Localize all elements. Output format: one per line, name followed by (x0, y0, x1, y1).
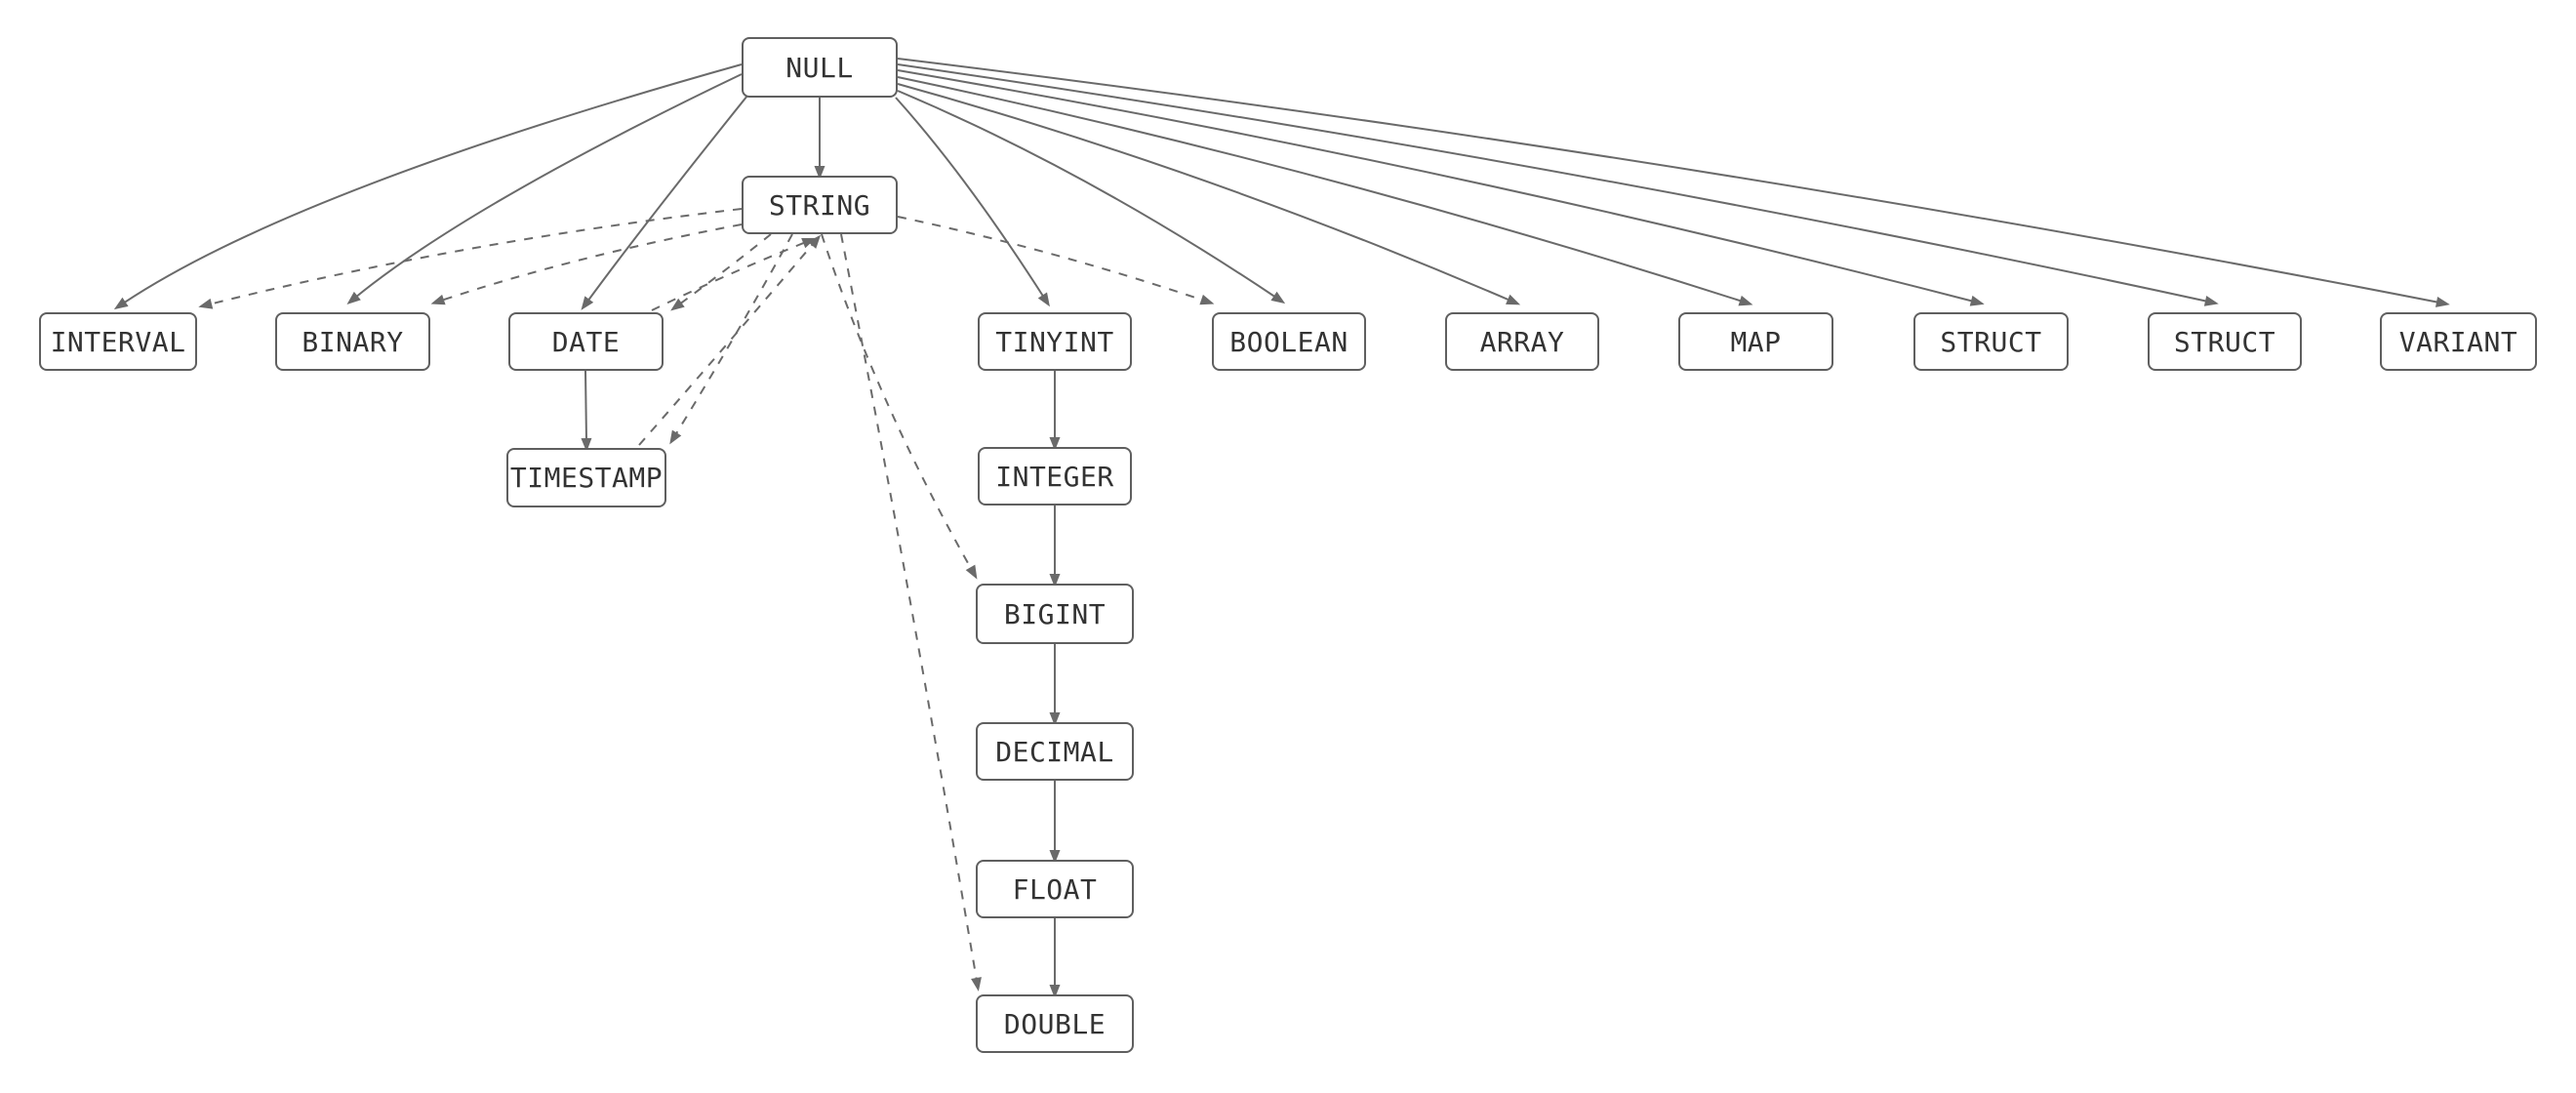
edge-null-tinyint (895, 97, 1045, 299)
node-string: STRING (742, 176, 898, 234)
node-float-label: FLOAT (1012, 872, 1098, 906)
node-timestamp-label: TIMESTAMP (509, 462, 664, 494)
edge-date-string (651, 241, 807, 311)
arrowhead-string-binary (430, 294, 446, 305)
node-struct-2-label: STRUCT (2173, 325, 2276, 358)
node-variant: VARIANT (2380, 312, 2537, 371)
arrowhead-bigint-decimal (1049, 712, 1061, 726)
arrowhead-string-bigint (965, 564, 978, 580)
arrowhead-null-struct-2 (2203, 295, 2219, 306)
node-boolean: BOOLEAN (1212, 312, 1366, 371)
edge-null-variant (897, 58, 2440, 304)
node-array-label: ARRAY (1479, 325, 1565, 358)
arrowhead-string-timestamp (669, 429, 682, 445)
node-binary-label: BINARY (302, 325, 404, 358)
arrowhead-date-timestamp (581, 437, 592, 452)
edge-null-struct-1 (897, 69, 1975, 303)
node-integer: INTEGER (978, 447, 1132, 506)
arrowhead-timestamp-string (807, 234, 822, 249)
edge-null-array (897, 83, 1511, 302)
arrowhead-null-tinyint (1037, 292, 1050, 307)
edge-null-struct-2 (897, 63, 2209, 303)
node-decimal-label: DECIMAL (995, 735, 1114, 768)
arrowhead-string-double (971, 977, 982, 992)
edge-string-boolean (897, 216, 1205, 302)
node-float: FLOAT (976, 860, 1134, 918)
arrowhead-null-interval (113, 297, 129, 310)
edge-null-interval (122, 63, 743, 304)
node-integer-label: INTEGER (995, 460, 1114, 493)
node-string-label: STRING (768, 188, 871, 222)
arrowhead-null-variant (2435, 297, 2450, 307)
arrowhead-null-boolean (1270, 291, 1286, 304)
arrowhead-null-string (814, 166, 825, 180)
node-struct-1: STRUCT (1913, 312, 2069, 371)
edge-string-double (840, 233, 978, 982)
edge-string-date (678, 233, 772, 305)
arrowhead-null-date (581, 296, 594, 310)
node-bigint: BIGINT (976, 584, 1134, 644)
node-double-label: DOUBLE (1003, 1007, 1107, 1040)
node-variant-label: VARIANT (2398, 325, 2518, 358)
node-interval-label: INTERVAL (50, 325, 186, 358)
node-timestamp: TIMESTAMP (506, 448, 666, 507)
arrowhead-null-map (1738, 295, 1753, 306)
node-interval: INTERVAL (39, 312, 197, 371)
edge-date-timestamp (584, 370, 587, 442)
node-null-label: NULL (785, 51, 854, 84)
edge-null-binary (354, 73, 743, 299)
arrowhead-null-array (1506, 294, 1521, 305)
arrowhead-null-binary (346, 291, 361, 304)
node-struct-2: STRUCT (2148, 312, 2302, 371)
arrowhead-null-struct-1 (1969, 295, 1985, 306)
node-map-label: MAP (1730, 325, 1782, 358)
node-date: DATE (508, 312, 664, 371)
arrowhead-string-interval (198, 298, 214, 309)
node-date-label: DATE (551, 325, 621, 358)
edge-string-interval (208, 208, 743, 305)
node-binary: BINARY (275, 312, 430, 371)
arrowhead-integer-bigint (1049, 574, 1061, 587)
arrowhead-string-boolean (1199, 294, 1215, 305)
node-boolean-label: BOOLEAN (1229, 325, 1348, 358)
node-tinyint: TINYINT (978, 312, 1132, 371)
node-decimal: DECIMAL (976, 722, 1134, 781)
edge-null-boolean (897, 90, 1277, 299)
edge-null-map (897, 76, 1744, 303)
arrowhead-tinyint-integer (1049, 437, 1061, 451)
arrowhead-decimal-float (1049, 850, 1061, 864)
edge-null-date (586, 95, 748, 303)
edge-timestamp-string (638, 242, 815, 446)
node-tinyint-label: TINYINT (995, 325, 1114, 358)
arrowhead-string-date (670, 298, 685, 311)
edge-string-timestamp (674, 233, 793, 436)
arrowhead-float-double (1049, 985, 1061, 998)
node-map: MAP (1678, 312, 1833, 371)
node-array: ARRAY (1445, 312, 1599, 371)
edge-string-binary (440, 223, 743, 302)
node-double: DOUBLE (976, 994, 1134, 1053)
edge-string-bigint (821, 233, 973, 571)
node-null: NULL (742, 37, 898, 98)
node-bigint-label: BIGINT (1003, 597, 1107, 630)
node-struct-1-label: STRUCT (1940, 325, 2042, 358)
